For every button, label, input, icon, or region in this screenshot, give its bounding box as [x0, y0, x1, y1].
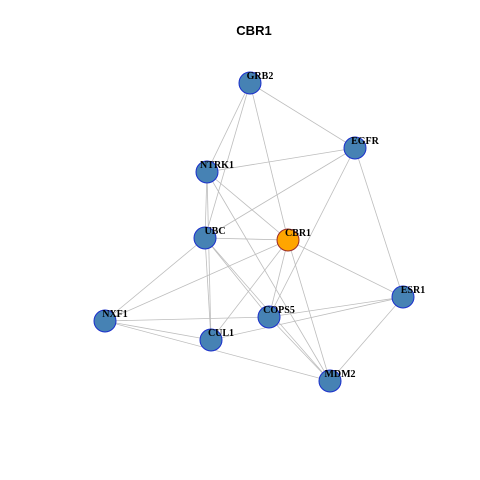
node-label-nxf1: NXF1	[102, 309, 128, 320]
node-label-esr1: ESR1	[401, 285, 425, 296]
edge-egfr-ntrk1	[206, 147, 356, 173]
edge-grb2-cbr1	[249, 82, 289, 241]
node-label-egfr: EGFR	[351, 136, 380, 147]
edge-nxf1-cops5	[104, 316, 270, 322]
edge-egfr-cops5	[268, 147, 356, 318]
node-label-mdm2: MDM2	[324, 369, 355, 380]
edge-cul1-esr1	[210, 296, 404, 341]
edge-cbr1-cops5	[268, 239, 289, 318]
edge-layer	[104, 82, 404, 382]
edge-ntrk1-cbr1	[206, 171, 289, 241]
node-egfr	[343, 136, 367, 160]
node-label-cul1: CUL1	[208, 328, 234, 339]
edge-cbr1-nxf1	[104, 239, 289, 322]
edge-ntrk1-cul1	[206, 171, 212, 341]
edge-cbr1-mdm2	[287, 239, 331, 382]
node-nxf1	[93, 309, 117, 333]
node-ubc	[193, 226, 217, 250]
node-layer	[93, 71, 415, 393]
edge-cops5-esr1	[268, 296, 404, 318]
edge-cbr1-esr1	[287, 239, 404, 298]
node-cul1	[199, 328, 223, 352]
edge-egfr-esr1	[354, 147, 404, 298]
edge-nxf1-mdm2	[104, 320, 331, 382]
node-label-ubc: UBC	[204, 226, 225, 237]
node-label-cbr1: CBR1	[285, 228, 311, 239]
edge-cbr1-cul1	[210, 239, 289, 341]
node-ntrk1	[195, 160, 219, 184]
node-cops5	[257, 305, 281, 329]
edge-grb2-ubc	[204, 82, 251, 239]
edge-ubc-cbr1	[204, 237, 289, 241]
node-label-cops5: COPS5	[263, 305, 295, 316]
node-grb2	[238, 71, 262, 95]
edge-ubc-nxf1	[104, 237, 206, 322]
edge-cops5-mdm2	[268, 316, 331, 382]
edge-ubc-cops5	[204, 237, 270, 318]
edge-ntrk1-mdm2	[206, 171, 331, 382]
node-label-ntrk1: NTRK1	[200, 160, 234, 171]
node-mdm2	[318, 369, 342, 393]
edge-esr1-mdm2	[329, 296, 404, 382]
node-cbr1	[276, 228, 300, 252]
edge-grb2-egfr	[249, 82, 356, 149]
edge-ubc-cul1	[204, 237, 212, 341]
edge-egfr-ubc	[204, 147, 356, 239]
diagram-title: CBR1	[236, 23, 271, 38]
edge-nxf1-cul1	[104, 320, 212, 341]
node-esr1	[391, 285, 415, 309]
node-label-grb2: GRB2	[247, 71, 274, 82]
edge-grb2-ntrk1	[206, 82, 251, 173]
